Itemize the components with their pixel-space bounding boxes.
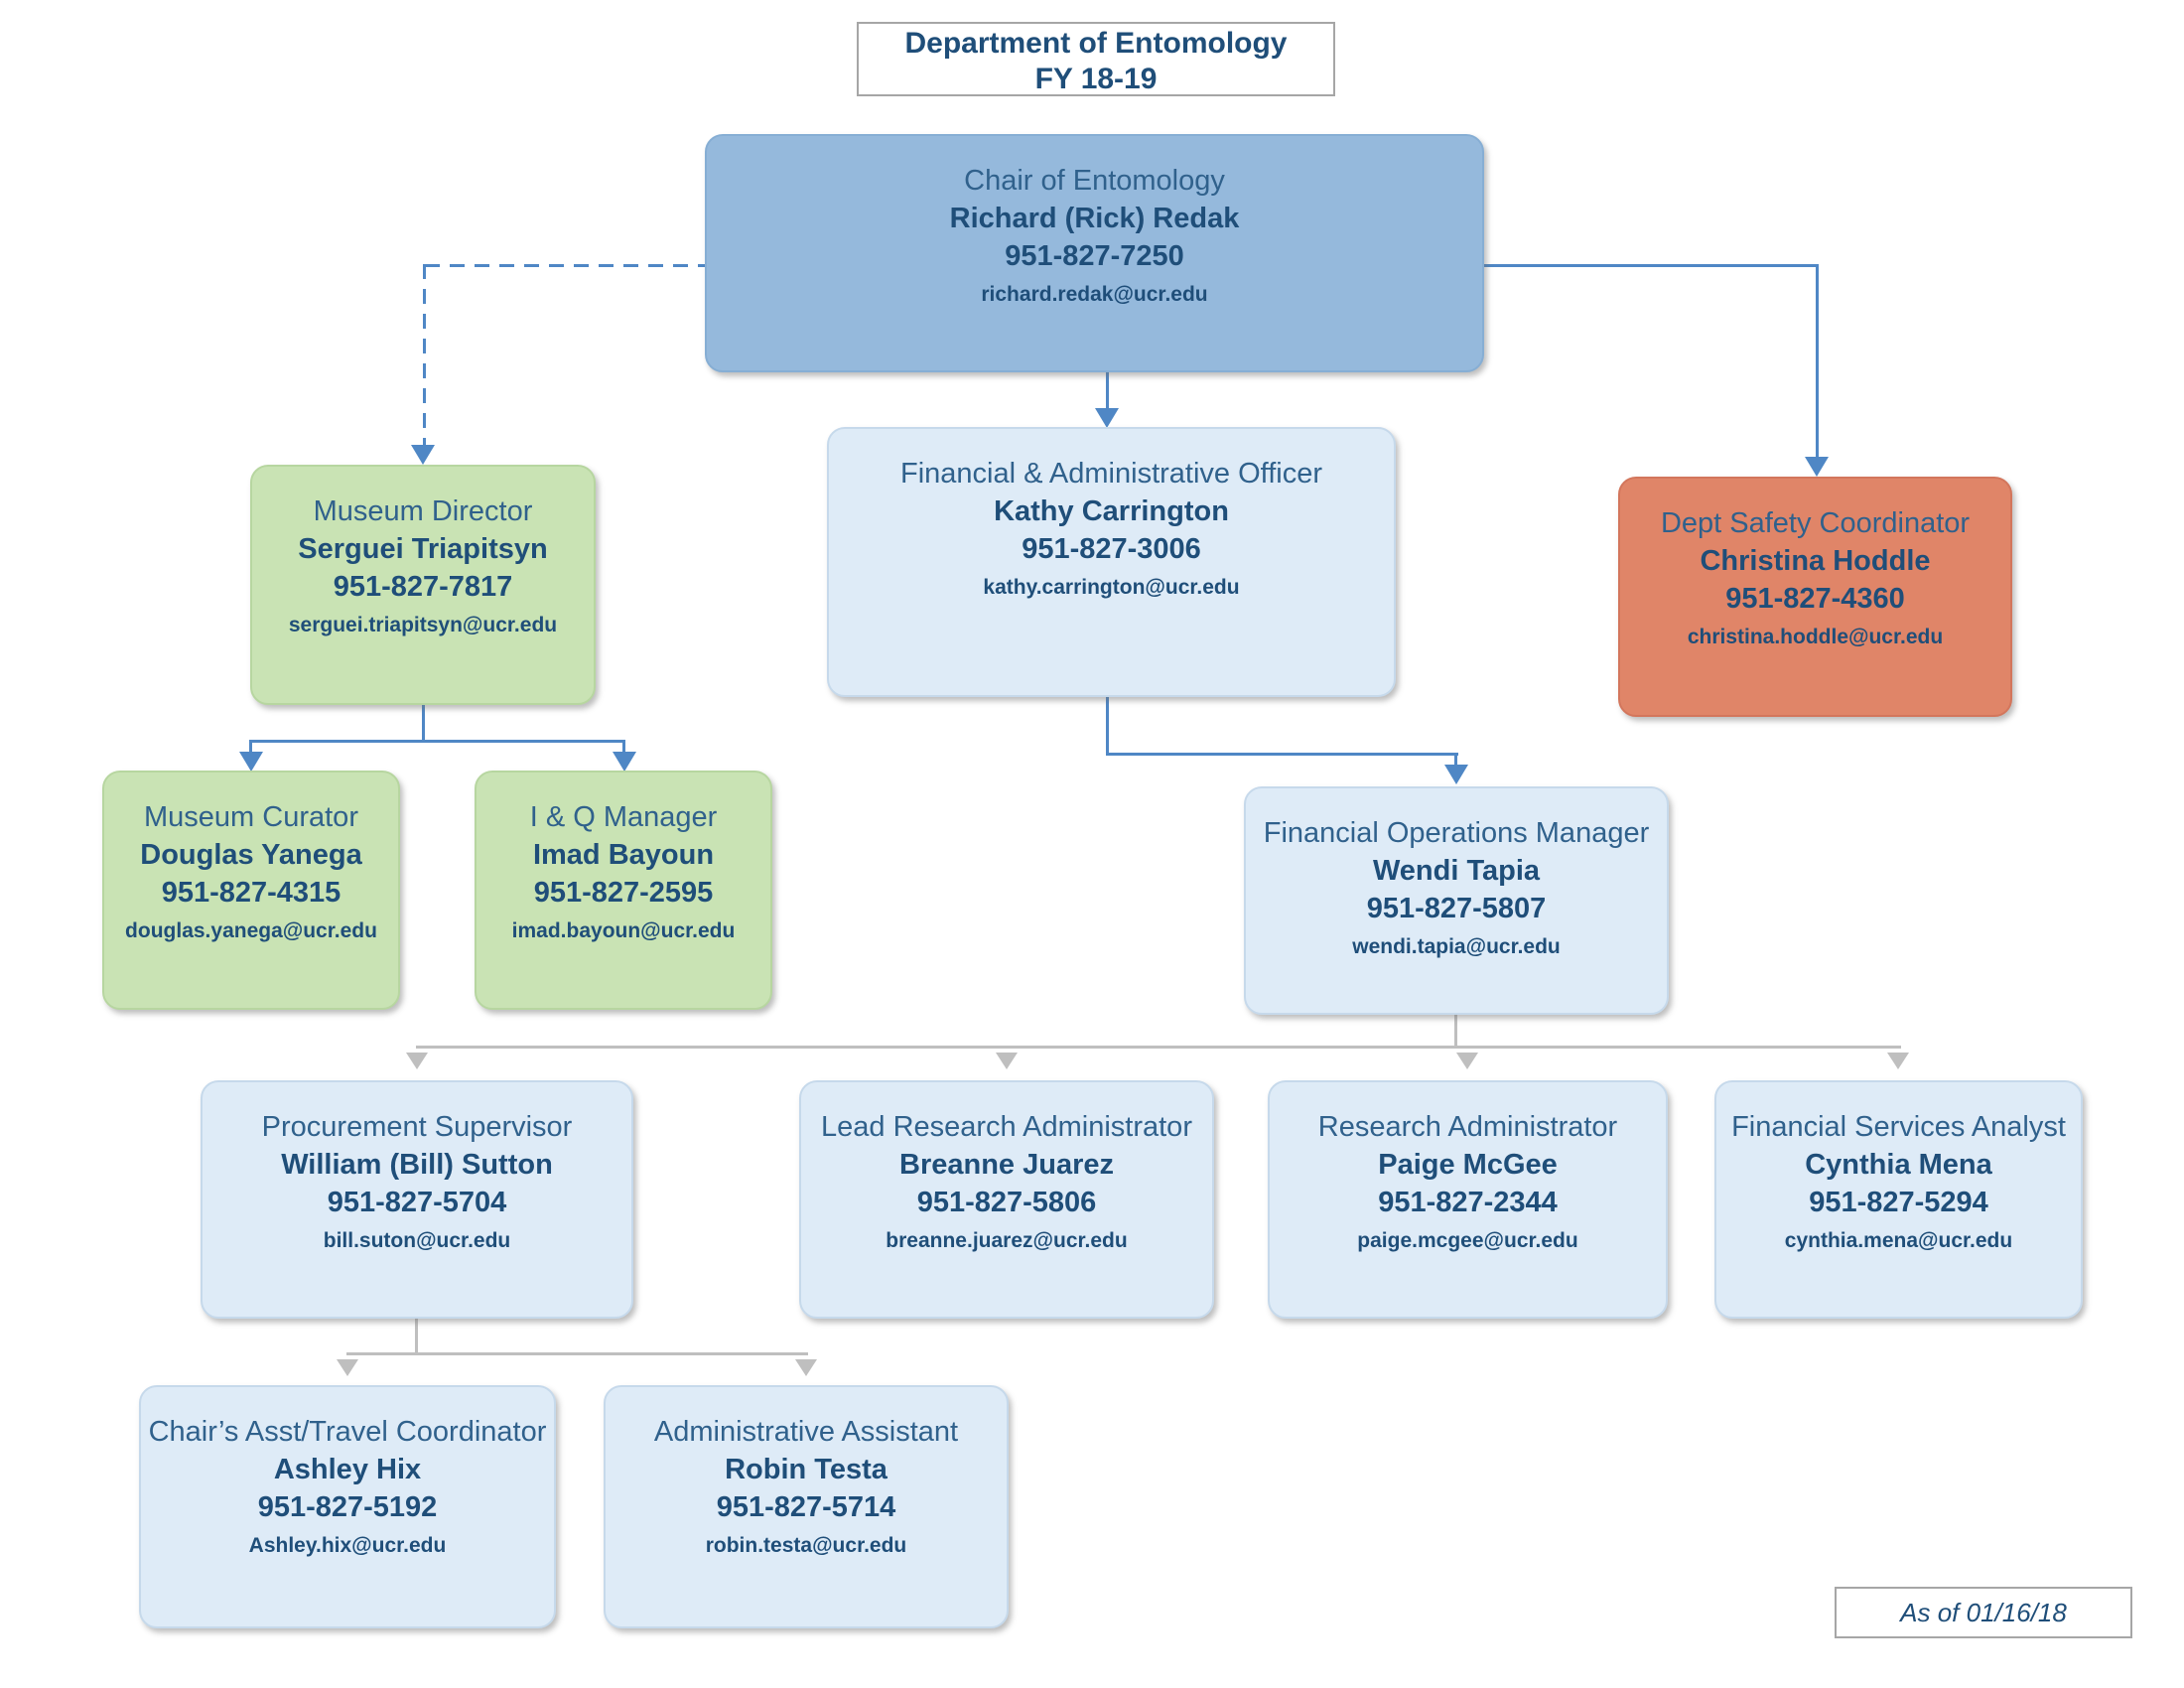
as-of-date: As of 01/16/18 — [1835, 1587, 2132, 1638]
phone-number: 951-827-2595 — [533, 877, 714, 909]
role-title: Museum Director — [313, 495, 533, 527]
org-node-financial-operations-manager: Financial Operations Manager Wendi Tapia… — [1244, 786, 1669, 1015]
phone-number: 951-827-2344 — [1378, 1187, 1558, 1218]
phone-number: 951-827-3006 — [1022, 533, 1201, 565]
email-address: paige.mcgee@ucr.edu — [1357, 1229, 1578, 1252]
chart-title: Department of Entomology FY 18-19 — [857, 22, 1335, 96]
email-address: wendi.tapia@ucr.edu — [1352, 935, 1561, 958]
connector-fao-horizontal — [1106, 753, 1458, 756]
email-address: Ashley.hix@ucr.edu — [248, 1534, 447, 1557]
arrowhead-fom — [1444, 765, 1468, 784]
phone-number: 951-827-5192 — [257, 1491, 438, 1523]
arrowhead-museum-director — [411, 445, 435, 465]
org-node-museum-curator: Museum Curator Douglas Yanega 951-827-43… — [102, 771, 400, 1010]
email-address: richard.redak@ucr.edu — [981, 283, 1208, 306]
chart-title-line1: Department of Entomology — [904, 27, 1288, 60]
org-node-financial-services-analyst: Financial Services Analyst Cynthia Mena … — [1714, 1080, 2083, 1319]
org-node-chair: Chair of Entomology Richard (Rick) Redak… — [705, 134, 1484, 372]
email-address: serguei.triapitsyn@ucr.edu — [288, 614, 558, 636]
person-name: Douglas Yanega — [140, 839, 362, 871]
phone-number: 951-827-4360 — [1725, 583, 1905, 615]
org-node-lead-research-administrator: Lead Research Administrator Breanne Juar… — [799, 1080, 1214, 1319]
role-title: Administrative Assistant — [653, 1416, 959, 1448]
role-title: Procurement Supervisor — [261, 1111, 573, 1143]
arrowhead-procurement — [406, 1053, 428, 1069]
role-title: Chair of Entomology — [964, 165, 1225, 197]
arrowhead-admin-asst — [795, 1359, 817, 1376]
role-title: I & Q Manager — [529, 801, 718, 833]
person-name: Cynthia Mena — [1805, 1149, 1992, 1181]
org-node-chairs-asst-travel-coordinator: Chair’s Asst/Travel Coordinator Ashley H… — [139, 1385, 556, 1628]
connector-museum-director-down — [422, 705, 425, 742]
org-node-museum-director: Museum Director Serguei Triapitsyn 951-8… — [250, 465, 596, 705]
connector-chair-to-museum-director-vertical — [423, 264, 426, 447]
connector-chair-to-safety-horizontal — [1482, 264, 1819, 267]
role-title: Dept Safety Coordinator — [1660, 507, 1971, 539]
email-address: cynthia.mena@ucr.edu — [1784, 1229, 2013, 1252]
org-node-financial-administrative-officer: Financial & Administrative Officer Kathy… — [827, 427, 1396, 697]
arrowhead-curator — [239, 752, 263, 772]
arrowhead-fao — [1095, 408, 1119, 428]
person-name: Imad Bayoun — [532, 839, 715, 871]
phone-number: 951-827-5704 — [327, 1187, 507, 1218]
email-address: douglas.yanega@ucr.edu — [125, 919, 377, 942]
email-address: christina.hoddle@ucr.edu — [1687, 626, 1944, 648]
phone-number: 951-827-4315 — [161, 877, 341, 909]
connector-procurement-down — [415, 1319, 418, 1354]
connector-museum-director-horizontal — [249, 740, 625, 743]
role-title: Research Administrator — [1317, 1111, 1618, 1143]
email-address: robin.testa@ucr.edu — [705, 1534, 907, 1557]
phone-number: 951-827-5714 — [716, 1491, 896, 1523]
connector-chair-to-fao — [1106, 372, 1109, 410]
person-name: Kathy Carrington — [994, 495, 1229, 527]
person-name: Breanne Juarez — [899, 1149, 1114, 1181]
person-name: Richard (Rick) Redak — [949, 203, 1240, 234]
role-title: Financial Operations Manager — [1263, 817, 1650, 849]
arrowhead-iq — [613, 752, 636, 772]
connector-fom-down — [1454, 1015, 1457, 1048]
person-name: Christina Hoddle — [1700, 545, 1931, 577]
connector-chair-to-museum-director-horizontal — [425, 264, 707, 267]
connector-curator-stub — [249, 740, 252, 754]
org-node-research-administrator: Research Administrator Paige McGee 951-8… — [1268, 1080, 1668, 1319]
phone-number: 951-827-7817 — [333, 571, 513, 603]
role-title: Financial Services Analyst — [1731, 1111, 2066, 1143]
person-name: William (Bill) Sutton — [281, 1149, 553, 1181]
role-title: Lead Research Administrator — [821, 1111, 1192, 1143]
phone-number: 951-827-5807 — [1366, 893, 1547, 924]
arrowhead-safety — [1805, 457, 1829, 477]
connector-procurement-horizontal — [346, 1352, 808, 1355]
role-title: Chair’s Asst/Travel Coordinator — [148, 1416, 547, 1448]
person-name: Paige McGee — [1378, 1149, 1558, 1181]
email-address: kathy.carrington@ucr.edu — [983, 576, 1240, 599]
org-node-procurement-supervisor: Procurement Supervisor William (Bill) Su… — [201, 1080, 633, 1319]
phone-number: 951-827-5806 — [916, 1187, 1097, 1218]
role-title: Museum Curator — [144, 801, 358, 833]
phone-number: 951-827-7250 — [1005, 240, 1184, 272]
org-node-dept-safety-coordinator: Dept Safety Coordinator Christina Hoddle… — [1618, 477, 2012, 717]
connector-chair-to-safety-vertical — [1816, 264, 1819, 459]
connector-fom-horizontal — [416, 1046, 1901, 1049]
arrowhead-chairs-asst — [337, 1359, 358, 1376]
person-name: Ashley Hix — [273, 1454, 422, 1485]
connector-iq-stub — [622, 740, 625, 754]
arrowhead-fsa — [1887, 1053, 1909, 1069]
connector-fom-stub — [1454, 753, 1457, 767]
phone-number: 951-827-5294 — [1809, 1187, 1988, 1218]
org-node-iq-manager: I & Q Manager Imad Bayoun 951-827-2595 i… — [475, 771, 772, 1010]
email-address: breanne.juarez@ucr.edu — [886, 1229, 1128, 1252]
org-node-administrative-assistant: Administrative Assistant Robin Testa 951… — [604, 1385, 1009, 1628]
chart-title-line2: FY 18-19 — [1034, 63, 1158, 95]
arrowhead-lead-ra — [996, 1053, 1018, 1069]
person-name: Serguei Triapitsyn — [298, 533, 548, 565]
person-name: Robin Testa — [725, 1454, 887, 1485]
connector-fao-down — [1106, 695, 1109, 756]
role-title: Financial & Administrative Officer — [900, 458, 1322, 490]
person-name: Wendi Tapia — [1372, 855, 1541, 887]
email-address: imad.bayoun@ucr.edu — [511, 919, 736, 942]
arrowhead-ra — [1456, 1053, 1478, 1069]
email-address: bill.suton@ucr.edu — [323, 1229, 511, 1252]
